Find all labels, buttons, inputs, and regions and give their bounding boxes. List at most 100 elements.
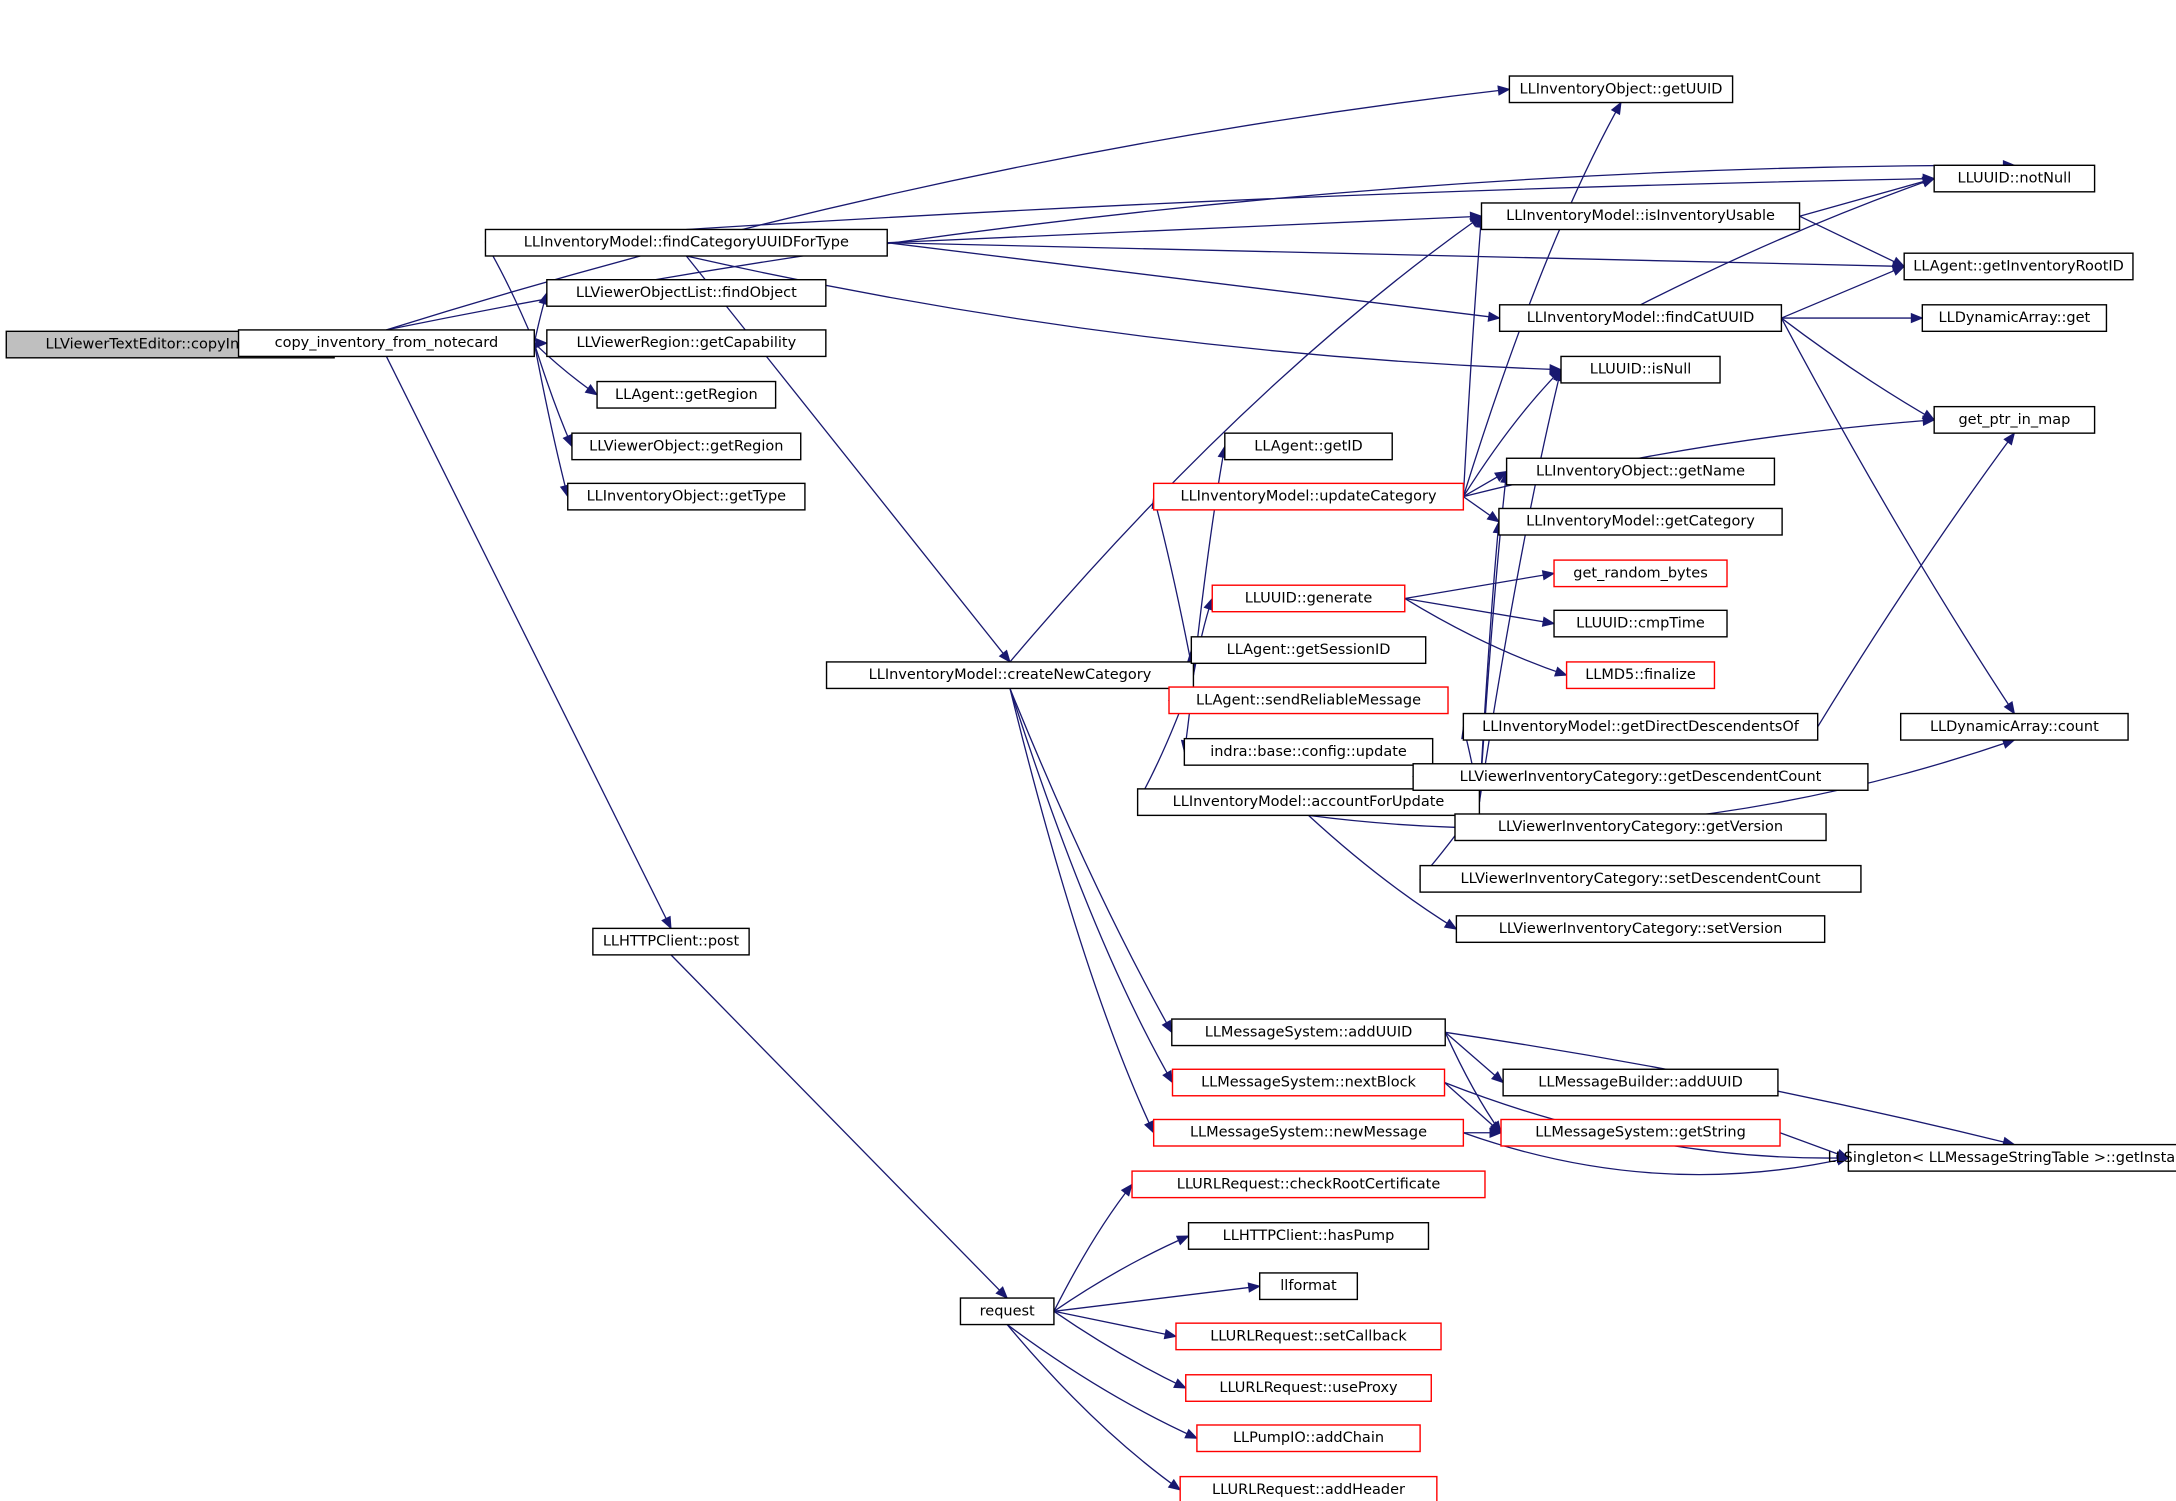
edge-arrowhead: [1443, 918, 1458, 930]
node-box: [1455, 915, 1826, 944]
node-label: LLInventoryObject::getUUID: [1520, 81, 1723, 97]
node-label: LLURLRequest::checkRootCertificate: [1177, 1176, 1441, 1192]
node-label: LLDynamicArray::get: [1939, 310, 2091, 326]
node-dynget[interactable]: LLDynamicArray::get: [1921, 304, 2108, 333]
node-label: LLViewerObject::getRegion: [589, 438, 783, 454]
node-request[interactable]: request: [959, 1297, 1055, 1326]
node-label: LLAgent::getInventoryRootID: [1913, 258, 2124, 274]
node-label: LLInventoryModel::accountForUpdate: [1173, 794, 1445, 810]
node-box: [546, 278, 827, 307]
node-find[interactable]: LLInventoryModel::findCategoryUUIDForTyp…: [484, 228, 888, 257]
node-label: LLInventoryModel::isInventoryUsable: [1506, 208, 1775, 224]
node-create[interactable]: LLInventoryModel::createNewCategory: [825, 661, 1195, 690]
node-label: LLHTTPClient::post: [603, 934, 740, 950]
node-gen[interactable]: LLUUID::generate: [1211, 584, 1406, 613]
edge-arrowhead: [1891, 265, 1906, 276]
node-box: [1190, 636, 1427, 665]
node-adduuid[interactable]: LLMessageSystem::addUUID: [1171, 1018, 1446, 1047]
node-sess[interactable]: LLAgent::getSessionID: [1190, 636, 1427, 665]
node-getuuid[interactable]: LLInventoryObject::getUUID: [1508, 75, 1734, 104]
node-label: LLUUID::generate: [1245, 590, 1373, 606]
node-copy[interactable]: copy_inventory_from_notecard: [237, 329, 535, 358]
node-addheader[interactable]: LLURLRequest::addHeader: [1179, 1475, 1438, 1501]
node-box: [1505, 457, 1776, 486]
edge-arrowhead: [2003, 701, 2016, 715]
node-randbytes[interactable]: get_random_bytes: [1553, 559, 1728, 588]
node-getcap[interactable]: LLViewerRegion::getCapability: [546, 329, 827, 358]
call-edge: [1053, 1235, 1189, 1312]
node-label: LLAgent::getID: [1254, 438, 1362, 454]
call-edge: [1053, 1310, 1187, 1389]
node-getdirect[interactable]: LLInventoryModel::getDirectDescendentsOf: [1462, 712, 1819, 741]
node-box: [1168, 686, 1449, 715]
node-findobj[interactable]: LLViewerObjectList::findObject: [546, 278, 827, 307]
node-mbadduuid[interactable]: LLMessageBuilder::addUUID: [1502, 1068, 1779, 1097]
node-md5[interactable]: LLMD5::finalize: [1565, 661, 1716, 690]
node-getstring[interactable]: LLMessageSystem::getString: [1500, 1118, 1781, 1147]
node-box: [1185, 1374, 1432, 1402]
call-edge: [1781, 265, 1905, 319]
node-isusable[interactable]: LLInventoryModel::isInventoryUsable: [1480, 202, 1801, 231]
node-box: [1553, 559, 1728, 588]
node-haspump[interactable]: LLHTTPClient::hasPump: [1187, 1222, 1430, 1250]
node-getver[interactable]: LLViewerInventoryCategory::getVersion: [1454, 813, 1827, 842]
call-edge: [533, 342, 573, 447]
node-isnull[interactable]: LLUUID::isNull: [1560, 355, 1721, 384]
node-account[interactable]: LLInventoryModel::accountForUpdate: [1136, 788, 1481, 817]
edge-arrowhead: [1184, 1428, 1199, 1439]
node-gettype[interactable]: LLInventoryObject::getType: [567, 482, 806, 511]
node-label: LLHTTPClient::hasPump: [1223, 1228, 1395, 1244]
node-label: copy_inventory_from_notecard: [275, 335, 499, 351]
node-box: [1187, 1222, 1430, 1250]
node-label: LLAgent::sendReliableMessage: [1196, 692, 1421, 708]
edge-arrowhead: [1175, 1235, 1190, 1246]
call-edge: [1478, 521, 1500, 803]
node-label: LLAgent::getSessionID: [1227, 642, 1391, 658]
node-getdesc[interactable]: LLViewerInventoryCategory::getDescendent…: [1412, 763, 1869, 791]
node-setver[interactable]: LLViewerInventoryCategory::setVersion: [1455, 915, 1826, 944]
node-indra[interactable]: indra::base::config::update: [1183, 737, 1434, 766]
node-llformat[interactable]: llformat: [1258, 1272, 1359, 1301]
node-getcat[interactable]: LLInventoryModel::getCategory: [1498, 507, 1783, 536]
node-box: [1899, 712, 2129, 741]
call-edge: [1006, 1324, 1198, 1439]
node-nextblock[interactable]: LLMessageSystem::nextBlock: [1171, 1068, 1446, 1097]
node-rootid[interactable]: LLAgent::getInventoryRootID: [1903, 252, 2134, 281]
edge-arrowhead: [995, 1286, 1009, 1299]
edge-arrowhead: [1144, 1120, 1155, 1134]
node-checkroot[interactable]: LLURLRequest::checkRootCertificate: [1131, 1170, 1486, 1199]
node-box: [237, 329, 535, 358]
node-box: [567, 482, 806, 511]
node-post[interactable]: LLHTTPClient::post: [592, 927, 750, 956]
edge-arrowhead: [1921, 177, 1936, 188]
node-agreg[interactable]: LLAgent::getRegion: [596, 380, 777, 409]
node-label: LLInventoryObject::getName: [1536, 464, 1745, 480]
node-setcb[interactable]: LLURLRequest::setCallback: [1175, 1322, 1442, 1351]
node-setdesc[interactable]: LLViewerInventoryCategory::setDescendent…: [1419, 864, 1862, 893]
node-send[interactable]: LLAgent::sendReliableMessage: [1168, 686, 1449, 715]
call-edge: [1153, 496, 1195, 676]
node-label: llformat: [1280, 1278, 1337, 1294]
node-box: [1553, 609, 1728, 638]
node-singleton[interactable]: LLSingleton< LLMessageStringTable >::get…: [1828, 1143, 2176, 1172]
call-edge: [1009, 215, 1482, 663]
node-notnull[interactable]: LLUUID::notNull: [1933, 164, 2096, 193]
node-findcat[interactable]: LLInventoryModel::findCatUUID: [1498, 304, 1783, 333]
node-ptrmap[interactable]: get_ptr_in_map: [1933, 405, 2096, 434]
node-update[interactable]: LLInventoryModel::updateCategory: [1152, 482, 1465, 511]
node-getname[interactable]: LLInventoryObject::getName: [1505, 457, 1776, 486]
node-dyncount[interactable]: LLDynamicArray::count: [1899, 712, 2129, 741]
node-useproxy[interactable]: LLURLRequest::useProxy: [1185, 1374, 1432, 1402]
edge-arrowhead: [1489, 1127, 1503, 1138]
node-box: [1171, 1018, 1446, 1047]
edge-arrowhead: [1891, 256, 1906, 268]
node-cmptime[interactable]: LLUUID::cmpTime: [1553, 609, 1728, 638]
node-vogreg[interactable]: LLViewerObject::getRegion: [571, 432, 802, 461]
node-addchain[interactable]: LLPumpIO::addChain: [1196, 1424, 1421, 1453]
node-box: [1196, 1424, 1421, 1453]
node-getid[interactable]: LLAgent::getID: [1224, 432, 1393, 461]
function-nodes: LLViewerTextEditor::copyInventorycopy_in…: [5, 75, 2176, 1501]
call-edge: [1462, 369, 1562, 497]
node-newmsg[interactable]: LLMessageSystem::newMessage: [1152, 1118, 1465, 1147]
